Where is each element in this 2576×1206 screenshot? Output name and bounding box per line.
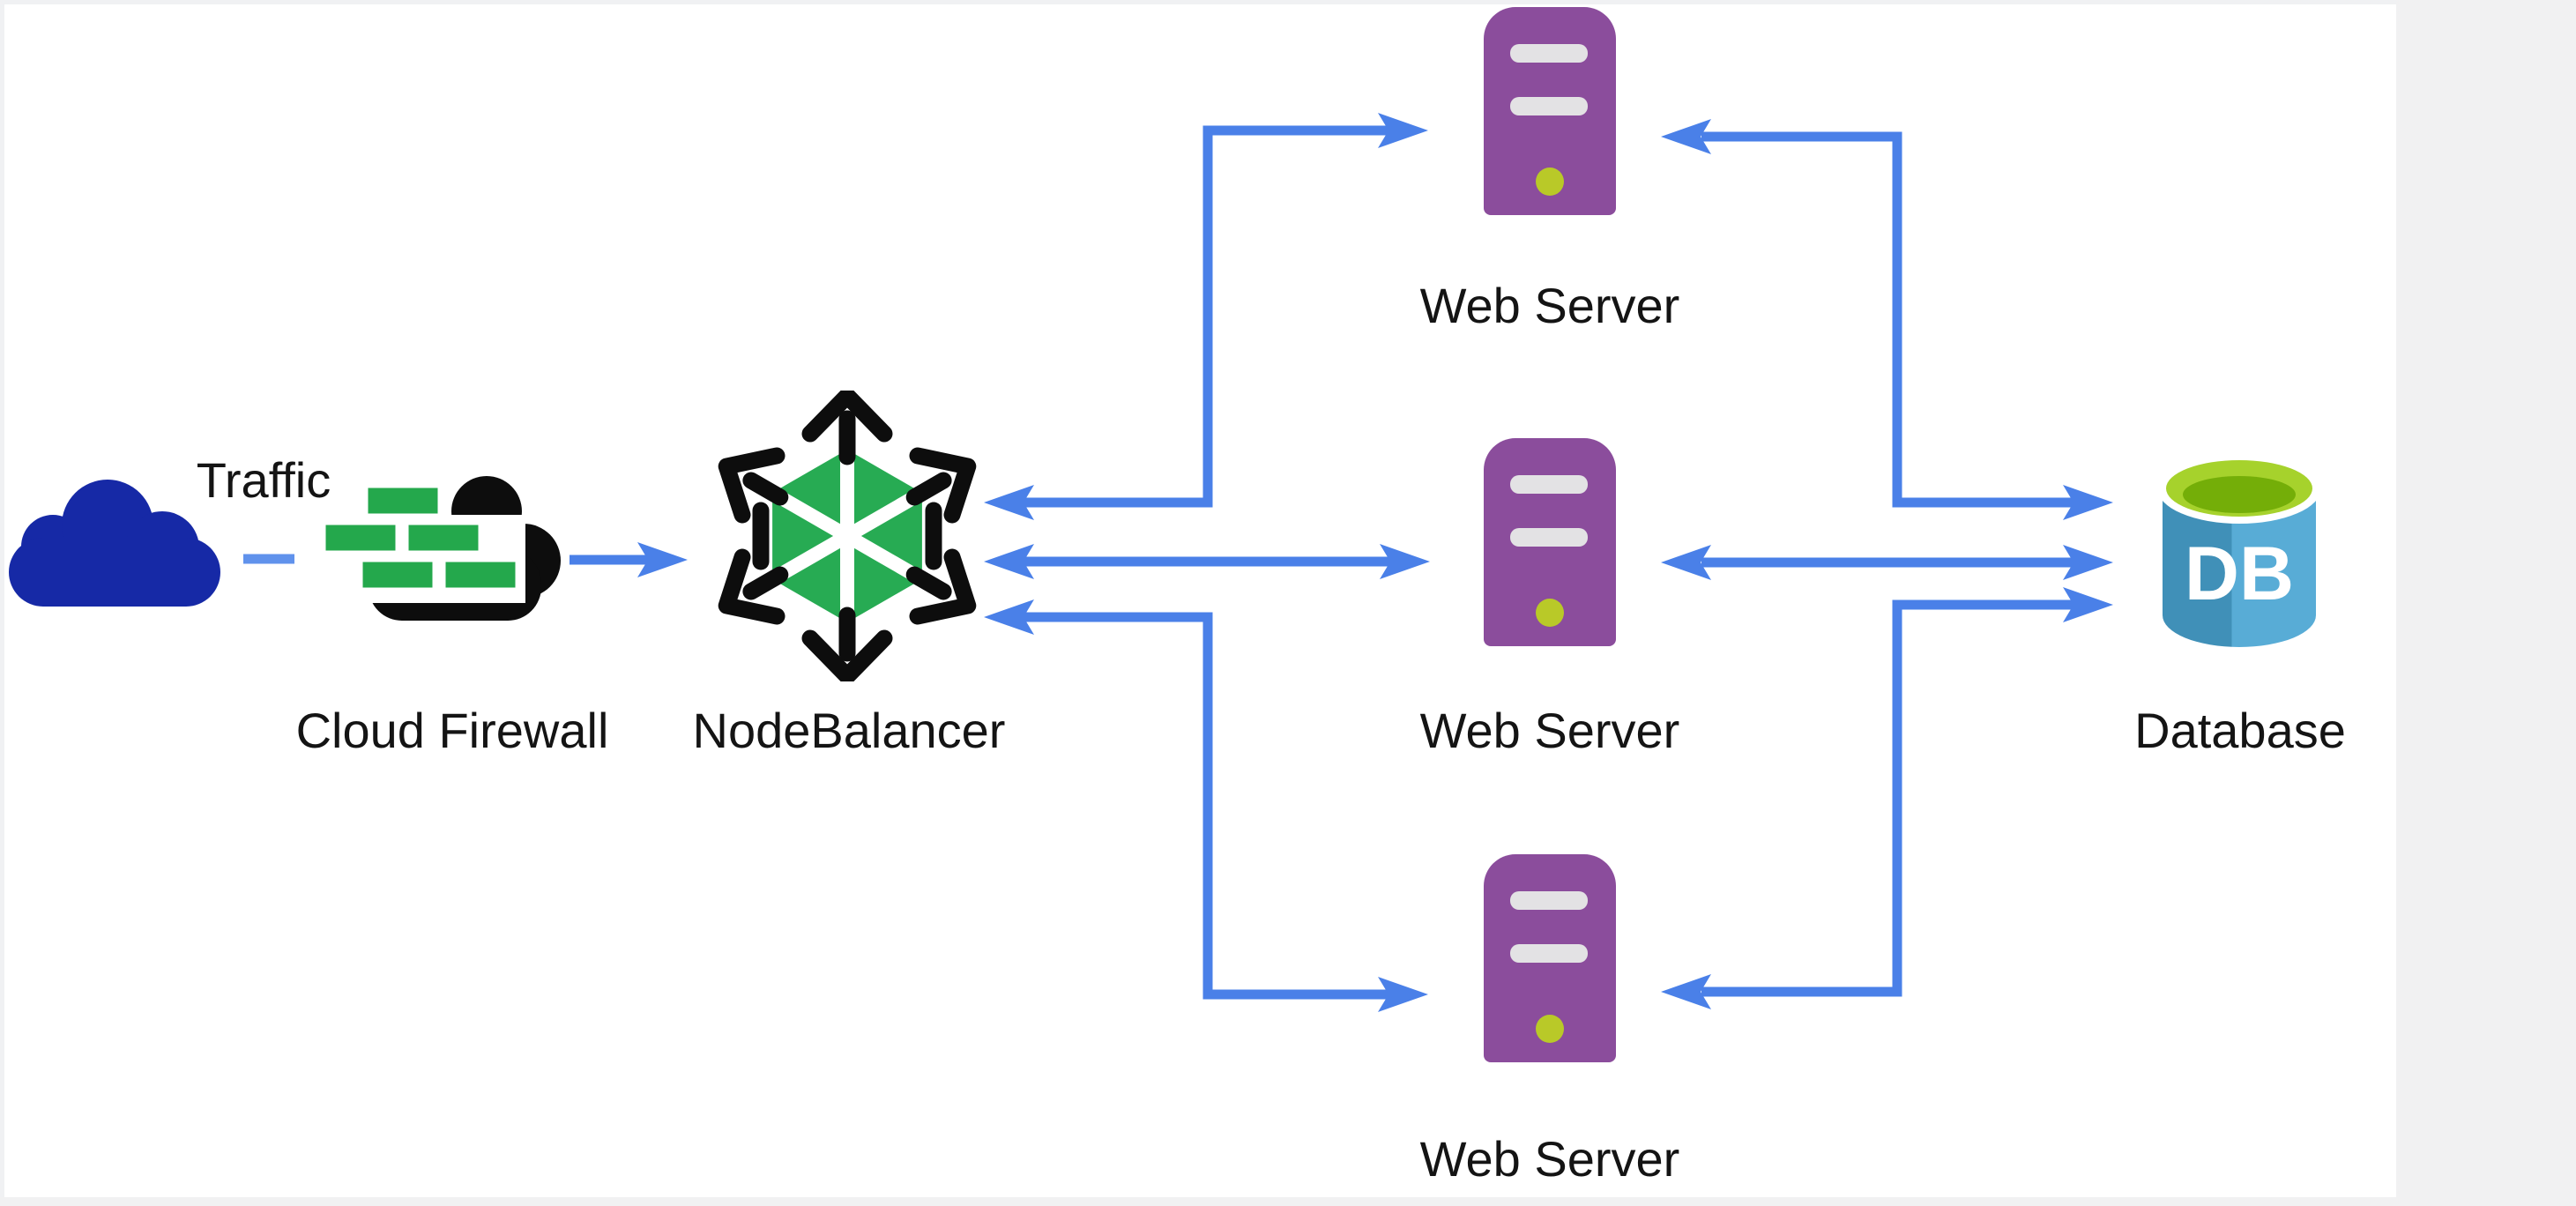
nodebalancer-label: NodeBalancer xyxy=(692,703,1006,758)
edge-nodebalancer-to-webserver1 xyxy=(984,113,1428,520)
server-slot xyxy=(1510,475,1588,494)
db-badge-text: DB xyxy=(2185,532,2294,616)
edge-nodebalancer-to-webserver3 xyxy=(984,599,1428,1012)
server-slot xyxy=(1510,97,1588,115)
nodebalancer-icon xyxy=(718,391,977,681)
web-server-icon xyxy=(1484,438,1616,646)
edge-webserver1-to-database xyxy=(1661,119,2113,520)
server-led xyxy=(1536,168,1564,196)
server-led xyxy=(1536,1015,1564,1043)
web-server-2-label: Web Server xyxy=(1419,703,1680,758)
server-slot xyxy=(1510,944,1588,963)
edge-webserver3-to-database xyxy=(1661,587,2113,1009)
web-server-icon xyxy=(1484,7,1616,215)
canvas-top-border xyxy=(0,0,2396,4)
server-led xyxy=(1536,599,1564,627)
edge-nodebalancer-to-webserver2 xyxy=(984,544,1430,579)
database-label: Database xyxy=(2134,703,2346,758)
database-icon: DB xyxy=(2157,453,2321,647)
web-server-icon xyxy=(1484,854,1616,1062)
edge-webserver2-to-database xyxy=(1661,545,2113,580)
cloud-firewall-icon xyxy=(319,476,561,621)
edge-firewall-to-nodebalancer xyxy=(570,542,688,577)
traffic-label: Traffic xyxy=(196,452,331,508)
server-slot xyxy=(1510,891,1588,910)
web-server-1-label: Web Server xyxy=(1419,278,1680,333)
traffic-cloud-icon xyxy=(9,480,220,607)
server-slot xyxy=(1510,44,1588,63)
web-server-3-label: Web Server xyxy=(1419,1131,1680,1187)
cloud-firewall-label: Cloud Firewall xyxy=(295,703,609,758)
server-slot xyxy=(1510,528,1588,547)
canvas-left-border xyxy=(0,0,4,1197)
